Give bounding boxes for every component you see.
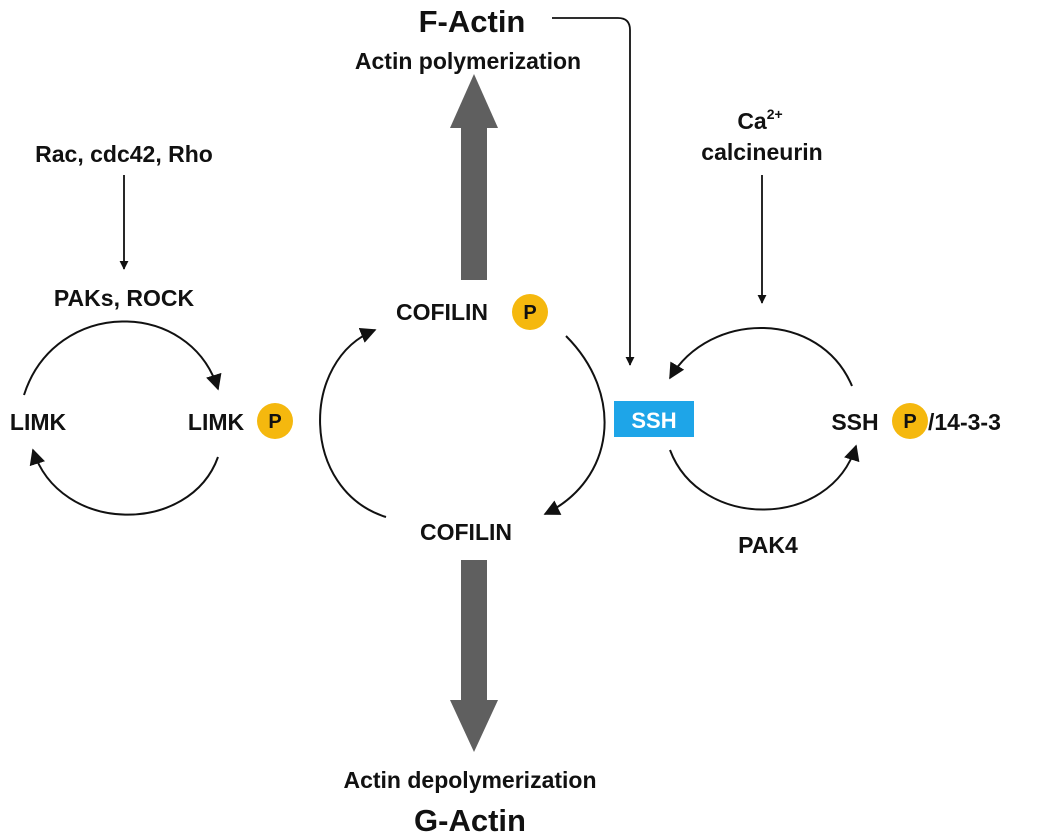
f-actin-label: F-Actin (419, 4, 526, 39)
ssh-phosphorylation-arc (669, 444, 860, 511)
actin-depolymerization-label: Actin depolymerization (343, 767, 596, 793)
ssh-14-3-3-label: /14-3-3 (928, 409, 1001, 435)
limk-phospho-badge: P (257, 403, 293, 439)
limk-p-label: LIMK (188, 409, 245, 435)
limk-phosphorylation-arc (23, 320, 222, 396)
ca-label: Ca2+ (737, 106, 782, 134)
cofilin-p-label: COFILIN (396, 299, 488, 325)
cofilin-phospho-badge: P (512, 294, 548, 330)
svg-text:P: P (523, 302, 536, 324)
limk-label: LIMK (10, 409, 67, 435)
depolymerization-arrow (450, 560, 498, 752)
ssh-dephosphorylation-arc (669, 327, 853, 387)
cofilin-phosphorylation-arc (319, 327, 387, 518)
svg-text:P: P (268, 411, 281, 433)
cofilin-dephosphorylation-arc (543, 335, 606, 515)
limk-dephosphorylation-arc (29, 448, 219, 516)
paks-rock-label: PAKs, ROCK (54, 285, 195, 311)
calcineurin-label: calcineurin (701, 139, 822, 165)
ssh-phospho-badge: P (892, 403, 928, 439)
actin-polymerization-label: Actin polymerization (355, 48, 581, 74)
g-actin-label: G-Actin (414, 803, 526, 838)
pak4-label: PAK4 (738, 532, 798, 558)
f-actin-to-ssh-arrow (552, 17, 635, 366)
ssh-box: SSH (614, 401, 694, 437)
ssh-p-label: SSH (831, 409, 878, 435)
cofilin-label: COFILIN (420, 519, 512, 545)
rac-cdc42-rho-label: Rac, cdc42, Rho (35, 141, 213, 167)
svg-text:P: P (903, 411, 916, 433)
ssh-label: SSH (631, 408, 676, 433)
polymerization-arrow (450, 74, 498, 280)
